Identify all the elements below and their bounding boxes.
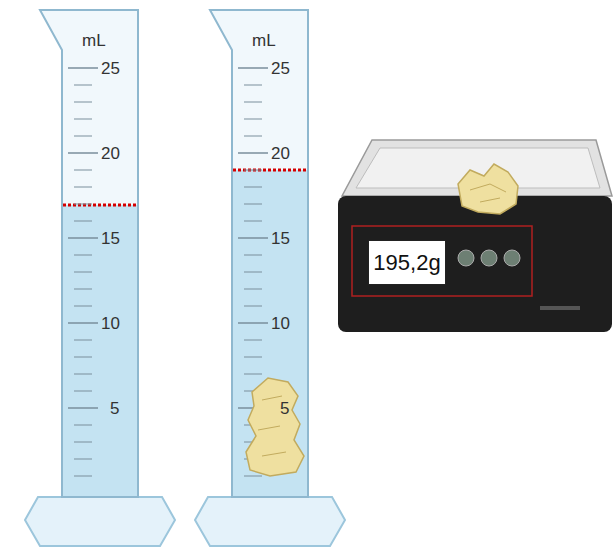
tick-mark <box>74 102 92 103</box>
tick-mark <box>74 119 92 120</box>
tick-mark <box>74 170 92 171</box>
tick-mark <box>244 306 262 307</box>
tick-mark <box>74 306 92 307</box>
display-readout: 195,2g <box>368 240 446 285</box>
tick-mark <box>68 237 98 239</box>
tick-mark <box>74 442 92 443</box>
tick-mark <box>244 476 262 477</box>
tick-mark <box>244 340 262 341</box>
tick-mark <box>74 136 92 137</box>
tick-mark <box>74 459 92 460</box>
scale-number: 20 <box>271 145 290 162</box>
tick-mark <box>74 476 92 477</box>
tick-mark <box>244 204 262 205</box>
weight-reading: 195,2g <box>373 252 440 274</box>
tick-mark <box>244 221 262 222</box>
tick-mark <box>74 391 92 392</box>
tick-mark <box>68 407 98 409</box>
rock <box>458 164 518 214</box>
tick-mark <box>238 237 268 239</box>
tick-mark <box>68 67 98 69</box>
scale-number: 5 <box>280 400 289 417</box>
rock <box>246 378 304 476</box>
scale-number: 25 <box>271 60 290 77</box>
tick-mark <box>244 255 262 256</box>
tick-mark <box>244 187 262 188</box>
scale-number: 25 <box>101 60 120 77</box>
tick-mark <box>74 204 92 205</box>
tick-mark <box>244 357 262 358</box>
tick-mark <box>238 322 268 324</box>
scale-number: 15 <box>101 230 120 247</box>
tick-mark <box>244 85 262 86</box>
tick-mark <box>244 374 262 375</box>
tick-mark <box>74 289 92 290</box>
tick-mark <box>238 152 268 154</box>
tick-mark <box>244 136 262 137</box>
tick-mark <box>74 357 92 358</box>
graduated-cylinder <box>25 10 175 546</box>
tick-mark <box>244 102 262 103</box>
scale-ticks <box>68 68 268 476</box>
tick-mark <box>74 255 92 256</box>
tick-mark <box>74 221 92 222</box>
scale-number: 20 <box>101 145 120 162</box>
scale-number: 15 <box>271 230 290 247</box>
tick-mark <box>74 340 92 341</box>
tick-mark <box>74 85 92 86</box>
tick-mark <box>74 374 92 375</box>
scale-number: 5 <box>110 400 119 417</box>
scale-number: 10 <box>271 315 290 332</box>
tick-mark <box>68 152 98 154</box>
tick-mark <box>244 170 262 171</box>
tick-mark <box>74 187 92 188</box>
graduated-cylinder <box>195 10 345 546</box>
unit-label: mL <box>252 32 276 49</box>
scale-number: 10 <box>101 315 120 332</box>
tick-mark <box>74 272 92 273</box>
unit-label: mL <box>82 32 106 49</box>
tick-mark <box>244 272 262 273</box>
tick-mark <box>238 67 268 69</box>
tick-mark <box>74 425 92 426</box>
digital-scale <box>338 140 612 332</box>
tick-mark <box>244 289 262 290</box>
tick-mark <box>244 119 262 120</box>
tick-mark <box>68 322 98 324</box>
